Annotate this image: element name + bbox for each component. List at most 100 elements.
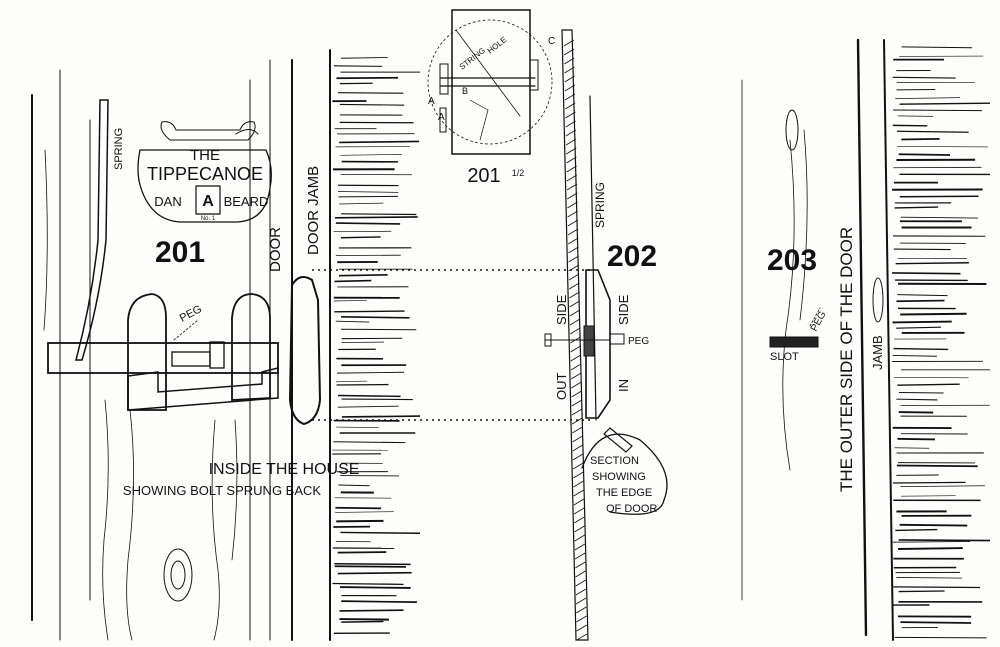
hatch-stroke: [894, 636, 987, 639]
label-inset-a-second: A: [438, 112, 445, 123]
section-hatch-stroke: [570, 372, 582, 380]
section-hatch-stroke: [571, 381, 582, 389]
section-hatch-stroke: [575, 597, 587, 605]
figure-201-door-panel: [31, 59, 293, 641]
label-outer-side-of-door: THE OUTER SIDE OF THE DOOR: [837, 227, 856, 492]
section-hatch-stroke: [575, 561, 586, 569]
hatch-stroke: [897, 383, 960, 386]
section-hatch-stroke: [574, 525, 585, 533]
section-hatch-stroke: [572, 444, 583, 452]
section-hatch-stroke: [575, 579, 586, 587]
label-in: IN: [616, 379, 631, 392]
section-hatch-stroke: [573, 471, 584, 479]
logo-dan: DAN: [154, 194, 181, 209]
hatch-stroke: [335, 222, 401, 225]
label-out: OUT: [554, 373, 569, 401]
section-hatch-stroke: [576, 633, 588, 641]
label-section: SECTION: [590, 455, 639, 467]
section-hatch-stroke: [572, 453, 584, 461]
hatch-stroke: [898, 590, 945, 593]
logo-small-text: No. 1: [201, 216, 216, 222]
section-hatch-stroke: [568, 273, 580, 281]
hatch-stroke: [896, 577, 963, 579]
jamb-wall-hatching: [329, 49, 421, 641]
section-hatch-stroke: [572, 426, 583, 434]
jamb-hatching-right: [892, 46, 991, 639]
hatch-stroke: [898, 153, 951, 156]
label-side-left: SIDE: [554, 294, 569, 325]
section-hatch-stroke: [564, 84, 576, 92]
label-inside-the-house: INSIDE THE HOUSE: [209, 461, 360, 478]
section-hatch-stroke: [564, 66, 575, 74]
section-hatch-stroke: [563, 39, 575, 47]
label-inset-c: C: [548, 36, 555, 47]
logo-line-tippecanoe: TIPPECANOE: [147, 164, 263, 184]
hatch-stroke: [336, 426, 380, 428]
hatch-stroke: [340, 154, 402, 156]
section-hatch-stroke: [567, 201, 578, 209]
figure-201-half-inset: [427, 9, 553, 155]
section-hatch-stroke: [567, 228, 579, 236]
section-hatch-stroke: [574, 516, 585, 524]
hatch-stroke: [339, 103, 405, 106]
hatch-stroke: [341, 600, 417, 604]
hatch-stroke: [898, 547, 963, 551]
label-slot: SLOT: [770, 351, 799, 363]
hatch-stroke: [334, 565, 406, 568]
section-hatch-stroke: [576, 615, 587, 623]
section-hatch-stroke: [575, 588, 587, 596]
hatch-stroke: [900, 621, 972, 624]
hatch-stroke: [337, 571, 412, 575]
figure-number-201-half-fraction: 1/2: [512, 168, 525, 178]
section-hatch-stroke: [568, 255, 579, 263]
hatch-stroke: [339, 202, 384, 205]
label-inset-hole: HOLE: [486, 35, 509, 56]
logo-beard: BEARD: [224, 194, 269, 209]
hatch-stroke: [900, 485, 985, 487]
figure-number-203: 203: [767, 244, 817, 277]
hatch-stroke: [339, 618, 389, 621]
section-hatch-stroke: [575, 570, 586, 578]
hatch-stroke: [900, 312, 967, 316]
section-hatch-stroke: [567, 219, 579, 227]
hatch-stroke: [901, 46, 973, 49]
hatch-stroke: [338, 394, 401, 398]
section-hatch-stroke: [574, 534, 585, 542]
hatch-stroke: [896, 130, 969, 133]
hatch-stroke: [336, 380, 368, 383]
hatch-stroke: [333, 65, 383, 67]
section-hatch-stroke: [569, 327, 581, 335]
hatch-stroke: [332, 582, 404, 585]
hatch-stroke: [893, 109, 982, 112]
section-hatch-stroke: [568, 264, 580, 272]
section-hatch-stroke: [564, 57, 575, 65]
section-hatch-stroke: [570, 363, 582, 371]
hatch-stroke: [892, 540, 971, 543]
section-hatch-stroke: [571, 390, 582, 398]
hatch-stroke: [338, 484, 370, 487]
section-hatch-stroke: [568, 237, 579, 245]
hatch-stroke: [893, 481, 966, 484]
hatch-stroke: [335, 320, 370, 323]
hatch-stroke: [337, 371, 405, 374]
figure-number-201-half: 201: [467, 165, 500, 187]
section-hatch-stroke: [571, 399, 582, 407]
logo-line-the: THE: [190, 147, 220, 164]
section-hatch-stroke: [563, 48, 575, 56]
label-of-door: OF DOOR: [606, 503, 657, 515]
section-hatch-stroke: [565, 111, 576, 119]
hatch-stroke: [341, 56, 388, 59]
hatch-stroke: [340, 531, 421, 534]
hatch-stroke: [896, 299, 945, 303]
label-spring-202: SPRING: [593, 182, 607, 228]
label-inset-b: B: [462, 86, 468, 96]
spring-201: [75, 99, 109, 361]
hatch-stroke: [341, 620, 384, 623]
label-jamb: JAMB: [870, 335, 885, 370]
section-hatch-stroke: [565, 138, 577, 146]
hatch-stroke: [895, 528, 938, 532]
section-hatch-stroke: [576, 606, 587, 614]
section-hatch-stroke: [565, 129, 577, 137]
label-inset-a: A: [428, 96, 435, 107]
